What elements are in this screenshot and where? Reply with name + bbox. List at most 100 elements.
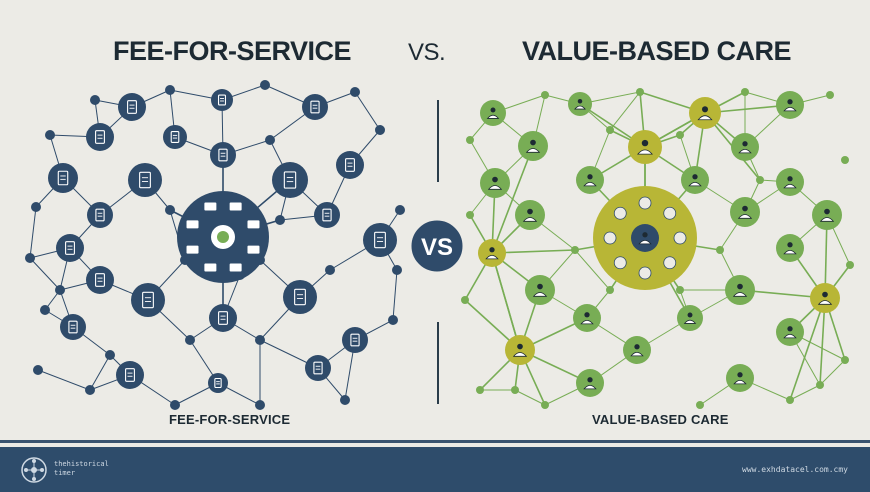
network-edge xyxy=(37,369,91,391)
person-head-icon xyxy=(787,99,793,105)
small-node xyxy=(388,315,398,325)
small-node xyxy=(476,386,484,394)
patient-node xyxy=(776,168,804,196)
small-node xyxy=(375,125,385,135)
person-head-icon xyxy=(634,344,640,350)
document-icon xyxy=(95,208,105,222)
small-node xyxy=(170,400,180,410)
person-body-icon xyxy=(485,254,499,260)
person-head-icon xyxy=(787,176,793,182)
bill-card-icon xyxy=(186,245,199,254)
billing-node xyxy=(314,202,340,228)
person-body-icon xyxy=(637,149,653,155)
bill-card-icon xyxy=(186,220,199,229)
patient-node xyxy=(515,200,545,230)
small-node xyxy=(255,400,265,410)
small-node xyxy=(841,356,849,364)
document-icon xyxy=(139,171,151,189)
patient-node xyxy=(689,97,721,129)
patient-node xyxy=(573,304,601,332)
network-illustration: VS xyxy=(25,80,854,410)
care-team-icon xyxy=(638,196,652,210)
care-team-icon xyxy=(613,256,627,270)
small-node xyxy=(395,205,405,215)
bill-card-icon xyxy=(229,263,242,272)
person-head-icon xyxy=(642,232,648,238)
small-node xyxy=(571,246,579,254)
document-icon xyxy=(127,100,137,114)
fee-for-service-caption: FEE-FOR-SERVICE xyxy=(169,412,291,427)
person-head-icon xyxy=(492,176,498,183)
person-body-icon xyxy=(532,292,548,297)
small-node xyxy=(741,88,749,96)
person-head-icon xyxy=(737,283,743,290)
small-node xyxy=(716,246,724,254)
small-node xyxy=(696,401,704,409)
person-head-icon xyxy=(641,139,649,147)
person-head-icon xyxy=(517,343,523,350)
document-icon xyxy=(125,368,135,382)
footer-url[interactable]: www.exhdatacel.com.cmy xyxy=(742,465,848,474)
value-based-care-network xyxy=(461,88,854,409)
person-head-icon xyxy=(587,174,593,180)
person-body-icon xyxy=(630,351,644,357)
small-node xyxy=(676,131,684,139)
person-head-icon xyxy=(577,98,583,104)
document-icon xyxy=(218,148,228,162)
billing-node xyxy=(336,151,364,179)
patient-node xyxy=(628,130,662,164)
care-team-icon xyxy=(673,231,687,245)
document-icon xyxy=(322,208,332,222)
person-head-icon xyxy=(824,208,830,215)
person-head-icon xyxy=(787,242,793,248)
hub-center-icon xyxy=(631,224,659,252)
value-based-care-title: VALUE-BASED CARE xyxy=(522,36,792,66)
person-body-icon xyxy=(783,183,797,189)
patient-node xyxy=(576,166,604,194)
small-node xyxy=(756,176,764,184)
center-vs-badge: VS xyxy=(408,217,466,275)
person-body-icon xyxy=(512,352,528,357)
person-head-icon xyxy=(742,141,748,147)
footer-bar: thehistorical timer www.exhdatacel.com.c… xyxy=(0,447,870,492)
billing-node xyxy=(209,304,237,332)
person-head-icon xyxy=(701,106,709,113)
small-node xyxy=(33,365,43,375)
small-node xyxy=(260,80,270,90)
person-head-icon xyxy=(584,312,590,318)
small-node xyxy=(636,88,644,96)
small-node xyxy=(841,156,849,164)
person-body-icon xyxy=(737,214,753,219)
footer-accent-line xyxy=(0,440,870,443)
small-node xyxy=(165,205,175,215)
divider-top xyxy=(437,100,439,182)
value-based-care-caption: VALUE-BASED CARE xyxy=(592,412,729,427)
small-node xyxy=(40,305,50,315)
billing-node xyxy=(210,142,236,168)
care-team-icon xyxy=(663,256,677,270)
fee-for-service-network xyxy=(25,80,405,410)
document-icon xyxy=(170,131,180,143)
bill-card-icon xyxy=(247,220,260,229)
person-body-icon xyxy=(738,148,752,154)
patient-node xyxy=(726,364,754,392)
small-node xyxy=(25,253,35,263)
document-icon xyxy=(313,361,323,375)
document-icon xyxy=(95,273,105,287)
document-icon xyxy=(350,333,360,347)
billing-node xyxy=(48,163,78,193)
network-edge xyxy=(491,145,534,254)
small-node xyxy=(235,270,245,280)
care-team-icon xyxy=(638,266,652,280)
billing-node xyxy=(363,223,397,257)
document-icon xyxy=(65,241,75,255)
patient-node xyxy=(677,305,703,331)
patient-node xyxy=(776,318,804,346)
patient-node xyxy=(776,234,804,262)
patient-node xyxy=(568,92,592,116)
person-body-icon xyxy=(783,249,797,255)
small-node xyxy=(541,91,549,99)
network-edge xyxy=(609,91,641,131)
person-body-icon xyxy=(486,114,500,119)
person-body-icon xyxy=(783,333,797,339)
